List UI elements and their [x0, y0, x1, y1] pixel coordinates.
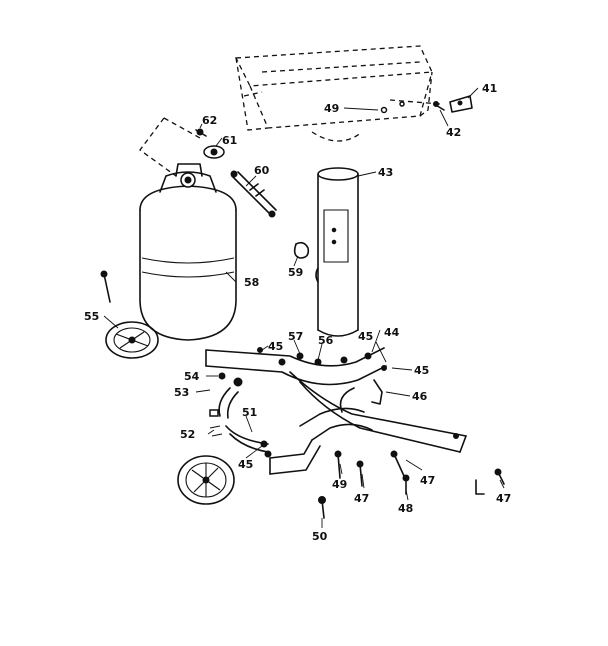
hopper-tray: [234, 45, 441, 142]
label-53: 53: [174, 386, 189, 399]
label-43: 43: [378, 166, 393, 179]
label-57: 57: [288, 330, 303, 343]
label-47-middle: 47: [354, 492, 369, 505]
label-45-left: 45: [268, 340, 283, 353]
label-59: 59: [288, 266, 303, 279]
label-45-right: 45: [414, 364, 429, 377]
bolts: [100, 270, 505, 519]
label-45-bottom: 45: [238, 458, 253, 471]
label-44: 44: [384, 326, 400, 339]
label-48: 48: [398, 502, 413, 515]
label-56: 56: [318, 334, 334, 347]
label-58: 58: [244, 276, 259, 289]
label-60: 60: [254, 164, 270, 177]
post-43: [315, 167, 359, 337]
label-49-bottom: 49: [332, 478, 347, 491]
label-51: 51: [242, 406, 257, 419]
propane-tank-58: [139, 163, 237, 341]
label-61: 61: [222, 134, 237, 147]
frame-44: [205, 347, 467, 475]
label-55: 55: [84, 310, 99, 323]
label-41: 41: [482, 82, 497, 95]
wheel-55-top: [105, 321, 159, 359]
label-42: 42: [446, 126, 461, 139]
valve-fitting-61-62: [139, 117, 225, 177]
clip-59: [293, 241, 310, 259]
screw-42: [433, 101, 445, 111]
label-62: 62: [202, 114, 217, 127]
part-labels: 41 42 49 43 44 45 45 46 45 57 56 45 47 4…: [84, 82, 511, 543]
label-45-right-top: 45: [358, 330, 373, 343]
leader-lines: [103, 87, 505, 528]
label-49-top: 49: [324, 102, 339, 115]
label-47-far-right: 47: [496, 492, 511, 505]
wheel-bottom: [177, 455, 235, 505]
regulator-hose-60: [230, 170, 277, 218]
label-50: 50: [312, 530, 328, 543]
label-47-right: 47: [420, 474, 435, 487]
axle-strap-51: [209, 372, 269, 453]
label-52: 52: [180, 428, 195, 441]
label-54: 54: [184, 370, 200, 383]
label-46: 46: [412, 390, 428, 403]
bracket-41: [449, 95, 473, 113]
